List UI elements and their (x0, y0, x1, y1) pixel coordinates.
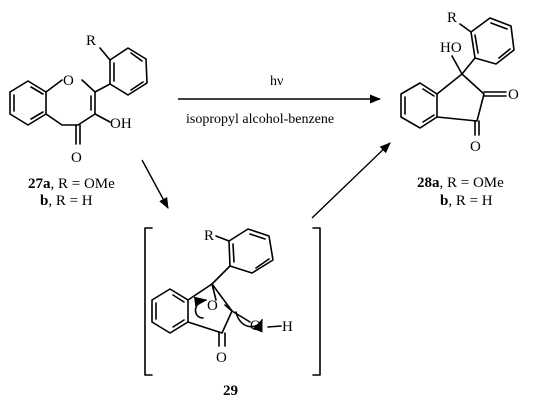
compound-27b-substituent: , R = H (48, 193, 92, 209)
atom-R-28: R (447, 10, 457, 26)
atom-O-28-b: O (470, 139, 481, 155)
reaction-arrow-from-29 (311, 142, 391, 219)
atom-R-27: R (86, 33, 96, 49)
compound-28b-letter: b (440, 193, 448, 209)
condition-light: hν (270, 74, 283, 89)
compound-27a-number: 27a (28, 176, 51, 192)
bracket-right (312, 227, 321, 376)
atom-OH-27: OH (110, 116, 132, 132)
compound-28-structure (400, 17, 515, 136)
atom-H-29: H (282, 319, 293, 335)
compound-28b-label: b, R = H (440, 193, 493, 209)
atom-HO-28: HO (440, 40, 462, 56)
compound-28a-number: 28a (417, 175, 440, 191)
compound-28b-substituent: , R = H (448, 193, 492, 209)
atom-O-28-a: O (508, 87, 519, 103)
atom-R-29: R (204, 228, 214, 244)
compound-27a-label: 27a, R = OMe (28, 176, 115, 192)
bracket-left (144, 227, 153, 376)
compound-29-label: 29 (223, 383, 238, 399)
compound-28a-label: 28a, R = OMe (417, 175, 504, 191)
atom-O-epoxide-29: O (207, 298, 218, 314)
reaction-arrow-to-29 (141, 159, 169, 209)
atom-O-carbonyl-29: O (216, 350, 227, 366)
compound-29-structure (151, 228, 282, 347)
atom-O-carbonyl-27: O (71, 150, 82, 166)
compound-27a-substituent: , R = OMe (51, 176, 116, 192)
condition-solvent: isopropyl alcohol-benzene (186, 112, 334, 127)
atom-O-hydroxyl-29: O (250, 318, 261, 334)
atom-O-ring-27: O (63, 73, 74, 89)
compound-27b-letter: b (40, 193, 48, 209)
compound-27-structure (9, 47, 148, 145)
compound-27b-label: b, R = H (40, 193, 93, 209)
compound-28a-substituent: , R = OMe (440, 175, 505, 191)
